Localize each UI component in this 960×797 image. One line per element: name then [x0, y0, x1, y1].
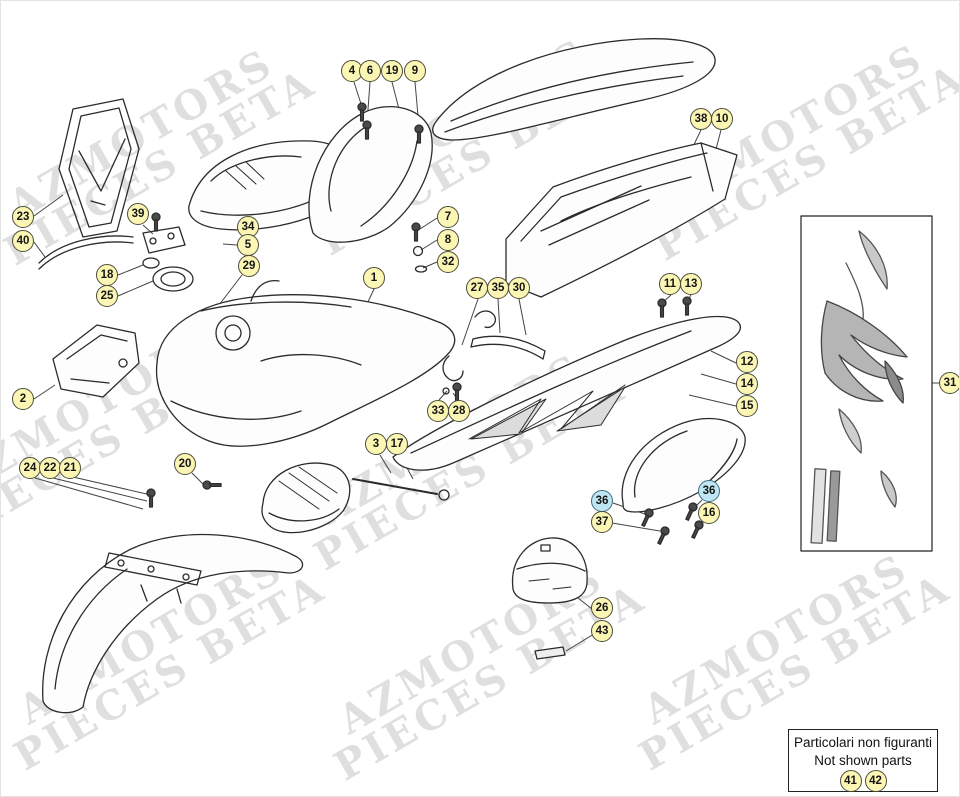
callout-30[interactable]: 30 [508, 277, 530, 299]
callout-21[interactable]: 21 [59, 457, 81, 479]
callout-1[interactable]: 1 [363, 267, 385, 289]
callout-28[interactable]: 28 [448, 400, 470, 422]
callout-36[interactable]: 36 [591, 490, 613, 512]
fuel-tank-drawing [155, 280, 456, 447]
callout-7[interactable]: 7 [437, 206, 459, 228]
callout-39[interactable]: 39 [127, 203, 149, 225]
callout-6[interactable]: 6 [359, 60, 381, 82]
legend-callouts: 41 42 [789, 770, 937, 793]
legend-box: Particolari non figuranti Not shown part… [788, 729, 938, 793]
callout-17[interactable]: 17 [386, 433, 408, 455]
front-fender-drawing [42, 533, 304, 714]
callout-36[interactable]: 36 [698, 480, 720, 502]
callout-26[interactable]: 26 [591, 597, 613, 619]
headlight-trim-strip-drawing [38, 235, 134, 270]
callout-3[interactable]: 3 [365, 433, 387, 455]
callout-12[interactable]: 12 [736, 351, 758, 373]
callout-41[interactable]: 41 [839, 770, 862, 793]
callout-19[interactable]: 19 [381, 60, 403, 82]
side-cover-screw-drawing [352, 478, 450, 501]
callout-14[interactable]: 14 [736, 373, 758, 395]
callout-42[interactable]: 42 [864, 770, 887, 793]
seat-drawing [432, 38, 716, 141]
fitting-hardware-drawing [411, 222, 428, 273]
callout-15[interactable]: 15 [736, 395, 758, 417]
tank-strap-drawing [470, 335, 546, 360]
callout-8[interactable]: 8 [437, 229, 459, 251]
headlight-mask-drawing [58, 98, 140, 238]
callout-40[interactable]: 40 [12, 230, 34, 252]
decals-panel-drawing [800, 215, 933, 552]
callout-13[interactable]: 13 [680, 273, 702, 295]
callout-10[interactable]: 10 [711, 108, 733, 130]
callout-25[interactable]: 25 [96, 285, 118, 307]
rear-guard-drawing [621, 417, 746, 513]
callout-27[interactable]: 27 [466, 277, 488, 299]
callout-22[interactable]: 22 [39, 457, 61, 479]
filler-cap-bracket-drawing [142, 212, 194, 292]
callout-18[interactable]: 18 [96, 264, 118, 286]
radiator-shroud-drawing [52, 324, 140, 398]
callout-31[interactable]: 31 [939, 372, 959, 394]
tank-hooks-drawing [442, 310, 497, 402]
headlight-shell-drawing [511, 537, 588, 604]
side-cover-drawing [261, 462, 351, 534]
legend-text-english: Not shown parts [814, 752, 912, 768]
callout-24[interactable]: 24 [19, 457, 41, 479]
callout-5[interactable]: 5 [237, 234, 259, 256]
callout-20[interactable]: 20 [174, 453, 196, 475]
callout-9[interactable]: 9 [404, 60, 426, 82]
callout-16[interactable]: 16 [698, 502, 720, 524]
callout-32[interactable]: 32 [437, 251, 459, 273]
callout-29[interactable]: 29 [238, 255, 260, 277]
callout-43[interactable]: 43 [591, 620, 613, 642]
callout-37[interactable]: 37 [591, 511, 613, 533]
callout-35[interactable]: 35 [487, 277, 509, 299]
callout-23[interactable]: 23 [12, 206, 34, 228]
callout-33[interactable]: 33 [427, 400, 449, 422]
legend-text-italian: Particolari non figuranti [793, 735, 933, 750]
tail-unit-drawing [392, 315, 741, 471]
callout-38[interactable]: 38 [690, 108, 712, 130]
callout-11[interactable]: 11 [659, 273, 681, 295]
front-cowl-drawing [308, 105, 433, 243]
callout-2[interactable]: 2 [12, 388, 34, 410]
small-strip-drawing [534, 646, 566, 660]
underseat-tray-drawing [505, 142, 738, 298]
